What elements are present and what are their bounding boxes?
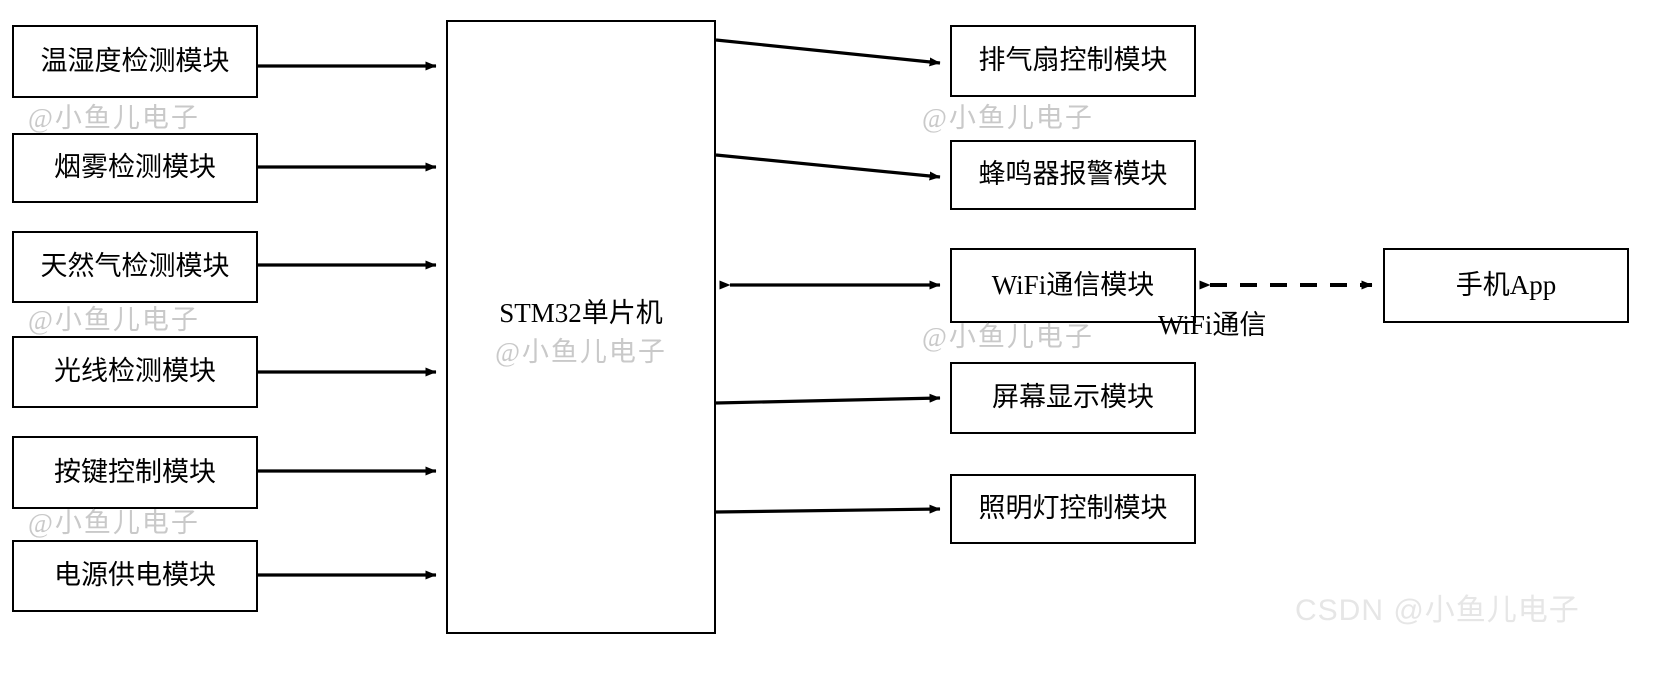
input-block-label: 电源供电模块 xyxy=(54,560,216,591)
output-block-label: 排气扇控制模块 xyxy=(978,45,1168,76)
input-block-label: 烟雾检测模块 xyxy=(54,152,216,183)
output-block-screen-display[interactable]: 屏幕显示模块 xyxy=(950,362,1196,434)
output-block-label: 蜂鸣器报警模块 xyxy=(978,159,1168,190)
peripheral-block-label: 手机App xyxy=(1455,269,1557,300)
output-block-lighting-control[interactable]: 照明灯控制模块 xyxy=(950,474,1196,544)
input-block-button-control[interactable]: 按键控制模块 xyxy=(12,436,258,509)
output-block-wifi-module[interactable]: WiFi通信模块 xyxy=(950,248,1196,323)
output-block-label: 屏幕显示模块 xyxy=(992,382,1154,413)
output-block-exhaust-fan[interactable]: 排气扇控制模块 xyxy=(950,25,1196,97)
input-block-temperature-humidity[interactable]: 温湿度检测模块 xyxy=(12,25,258,98)
wifi-link-label: WiFi通信 xyxy=(1158,310,1267,340)
input-block-natural-gas[interactable]: 天然气检测模块 xyxy=(12,231,258,303)
watermark-csdn: CSDN @小鱼儿电子 xyxy=(1295,594,1580,627)
input-block-smoke[interactable]: 烟雾检测模块 xyxy=(12,133,258,203)
mcu-title: STM32单片机 xyxy=(499,298,663,328)
mcu-label-group: STM32单片机 @小鱼儿电子 xyxy=(495,291,667,369)
input-block-label: 温湿度检测模块 xyxy=(40,45,230,76)
input-block-label: 天然气检测模块 xyxy=(40,251,230,282)
input-block-light-sensor[interactable]: 光线检测模块 xyxy=(12,336,258,408)
peripheral-block-mobile-app[interactable]: 手机App xyxy=(1383,248,1629,323)
input-block-label: 按键控制模块 xyxy=(54,456,216,487)
output-block-buzzer-alarm[interactable]: 蜂鸣器报警模块 xyxy=(950,140,1196,210)
output-block-label: WiFi通信模块 xyxy=(991,269,1155,300)
output-block-label: 照明灯控制模块 xyxy=(978,493,1168,524)
input-block-power-supply[interactable]: 电源供电模块 xyxy=(12,540,258,612)
mcu-block-stm32[interactable]: STM32单片机 @小鱼儿电子 xyxy=(446,20,716,634)
mcu-watermark: @小鱼儿电子 xyxy=(495,337,667,367)
input-block-label: 光线检测模块 xyxy=(54,356,216,387)
